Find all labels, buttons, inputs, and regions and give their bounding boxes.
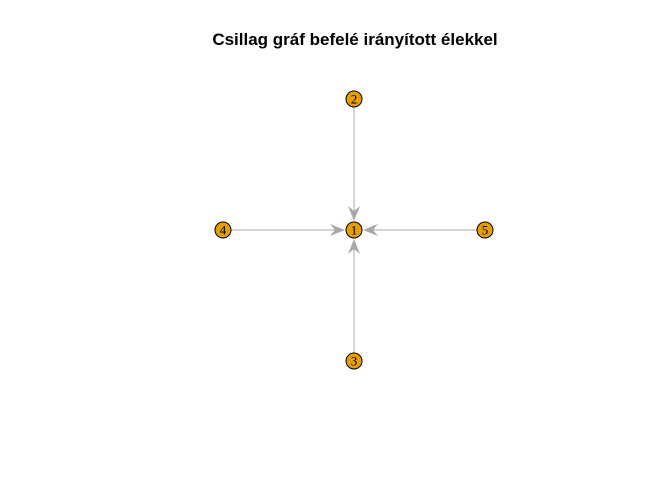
arrowhead — [348, 239, 360, 254]
node-label: 3 — [351, 354, 358, 369]
edge-2-to-1 — [348, 107, 360, 221]
node-circle — [214, 221, 232, 239]
node-circle — [345, 352, 363, 370]
node-5: 5 — [476, 221, 494, 239]
edge-4-to-1 — [231, 224, 345, 236]
node-circle — [345, 90, 363, 108]
node-label: 5 — [482, 223, 489, 238]
node-label: 2 — [351, 92, 358, 107]
arrowhead — [348, 206, 360, 221]
node-circle — [345, 221, 363, 239]
arrowhead — [330, 224, 345, 236]
node-3: 3 — [345, 352, 363, 370]
node-circle — [476, 221, 494, 239]
node-1: 1 — [345, 221, 363, 239]
edge-5-to-1 — [363, 224, 477, 236]
node-2: 2 — [345, 90, 363, 108]
node-label: 1 — [351, 223, 358, 238]
node-4: 4 — [214, 221, 232, 239]
node-label: 4 — [220, 223, 227, 238]
arrowhead — [363, 224, 378, 236]
diagram-title: Csillag gráf befelé irányított élekkel — [212, 30, 498, 49]
edge-3-to-1 — [348, 239, 360, 353]
